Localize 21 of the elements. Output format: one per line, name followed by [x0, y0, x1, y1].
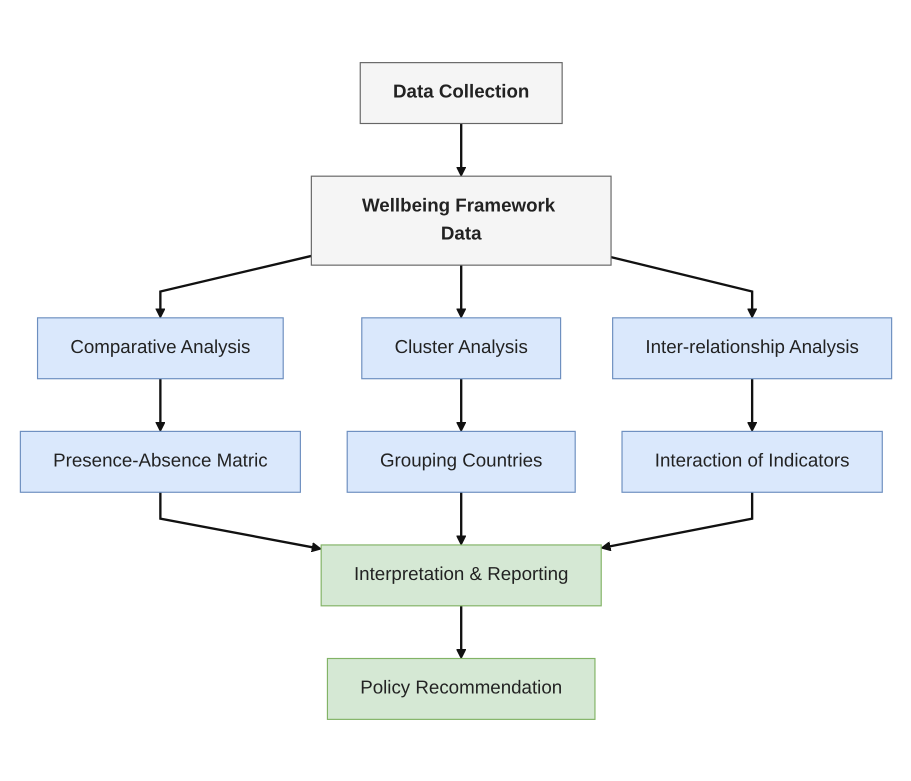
arrow — [154, 254, 312, 318]
arrow — [456, 492, 466, 545]
arrow — [456, 378, 466, 432]
arrow — [158, 492, 322, 552]
arrow — [610, 256, 757, 318]
node-box: Policy Recommendation — [326, 657, 596, 720]
arrow — [600, 492, 753, 551]
node-box: Cluster Analysis — [360, 316, 561, 379]
arrow — [746, 378, 757, 432]
node-box: Presence-Absence Matric — [19, 430, 300, 492]
arrow — [456, 264, 466, 318]
node-box: Wellbeing Framework Data — [310, 175, 612, 266]
node-box: Data Collection — [359, 62, 562, 124]
node-box: Interpretation & Reporting — [320, 544, 602, 606]
node-box: Grouping Countries — [346, 430, 576, 492]
node-box: Interaction of Indicators — [620, 430, 882, 492]
arrow — [456, 605, 466, 658]
node-box: Inter-relationship Analysis — [612, 316, 892, 379]
arrow — [456, 123, 466, 176]
arrow — [154, 378, 166, 432]
node-box: Comparative Analysis — [36, 316, 284, 379]
